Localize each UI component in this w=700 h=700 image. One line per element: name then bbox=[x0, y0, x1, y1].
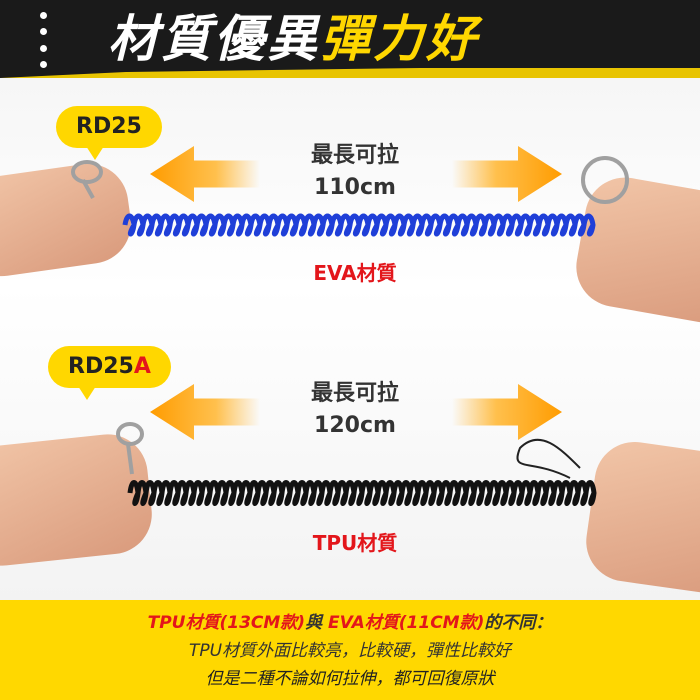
material-label: EVA材質 bbox=[313, 261, 397, 285]
model-badge-rd25a: RD25A bbox=[48, 346, 171, 400]
model-badge-rd25: RD25 bbox=[56, 106, 162, 160]
model-name: RD25 bbox=[68, 354, 134, 379]
dots-icon bbox=[40, 12, 48, 68]
model-name: RD25 bbox=[76, 114, 142, 139]
note-line-3: 但是二種不論如何拉伸，都可回復原狀 bbox=[205, 669, 495, 689]
note-eva: EVA材質(11CM款) bbox=[328, 613, 485, 633]
note-heading: TPU材質(13CM款)與 EVA材質(11CM款)的不同： bbox=[0, 608, 700, 633]
black-coil-lanyard-image bbox=[116, 422, 597, 506]
note-difference: 的不同： bbox=[484, 613, 553, 633]
stretch-value: 110cm bbox=[314, 175, 396, 200]
banner-swoosh bbox=[0, 68, 700, 78]
stretch-info: 最長可拉 110cm bbox=[285, 140, 425, 204]
title-banner: 材質優異彈力好 bbox=[0, 0, 700, 78]
banner-title: 材質優異彈力好 bbox=[108, 10, 479, 68]
material-label: TPU材質 bbox=[312, 531, 398, 555]
model-suffix: A bbox=[133, 354, 151, 379]
note-and: 與 bbox=[305, 613, 328, 633]
stretch-label: 最長可拉 bbox=[310, 381, 399, 406]
stretch-value: 120cm bbox=[314, 413, 396, 438]
stretch-info: 最長可拉 120cm bbox=[285, 378, 425, 442]
note-tpu: TPU材質(13CM款) bbox=[147, 613, 306, 633]
banner-title-yellow: 彈力好 bbox=[320, 10, 479, 68]
stretch-label: 最長可拉 bbox=[310, 143, 399, 168]
blue-coil-lanyard-image bbox=[71, 156, 629, 237]
note-line-2: TPU材質外面比較亮，比較硬，彈性比較好 bbox=[188, 641, 512, 661]
banner-title-white: 材質優異 bbox=[108, 10, 320, 68]
comparison-note: TPU材質(13CM款)與 EVA材質(11CM款)的不同： TPU材質外面比較… bbox=[0, 600, 700, 700]
